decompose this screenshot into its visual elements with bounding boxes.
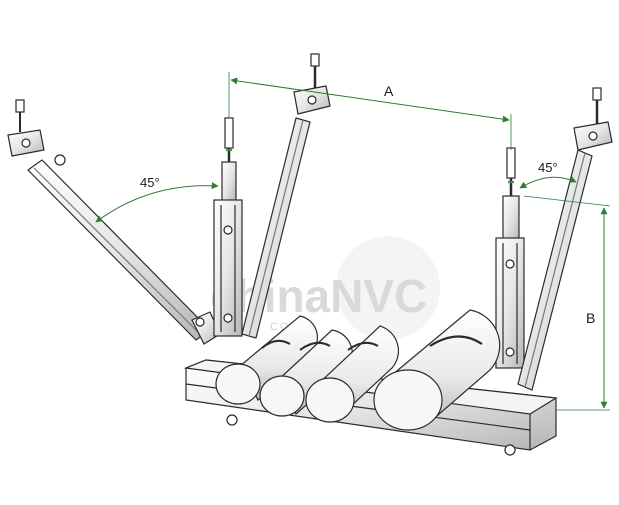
angle-right-label: 45° — [538, 160, 558, 175]
pipe-1 — [215, 315, 319, 405]
angle-right: 45° — [519, 160, 577, 189]
left-hanger-rod — [213, 117, 243, 337]
right-diagonal-brace — [517, 87, 613, 391]
dimension-b: B — [523, 195, 611, 411]
angle-left: 45° — [95, 175, 219, 223]
pipe-2 — [259, 329, 353, 417]
right-hanger-rod — [495, 147, 525, 369]
left-diagonal-brace — [7, 99, 221, 345]
watermark-text: chinaNVC — [210, 270, 427, 322]
dimension-a: A — [228, 72, 512, 150]
dimension-b-label: B — [586, 310, 595, 326]
angle-left-label: 45° — [140, 175, 160, 190]
pipe-3 — [305, 325, 400, 423]
pipes — [215, 309, 501, 431]
watermark: chinaNVC COM — [210, 236, 440, 340]
dimension-a-label: A — [384, 83, 394, 99]
